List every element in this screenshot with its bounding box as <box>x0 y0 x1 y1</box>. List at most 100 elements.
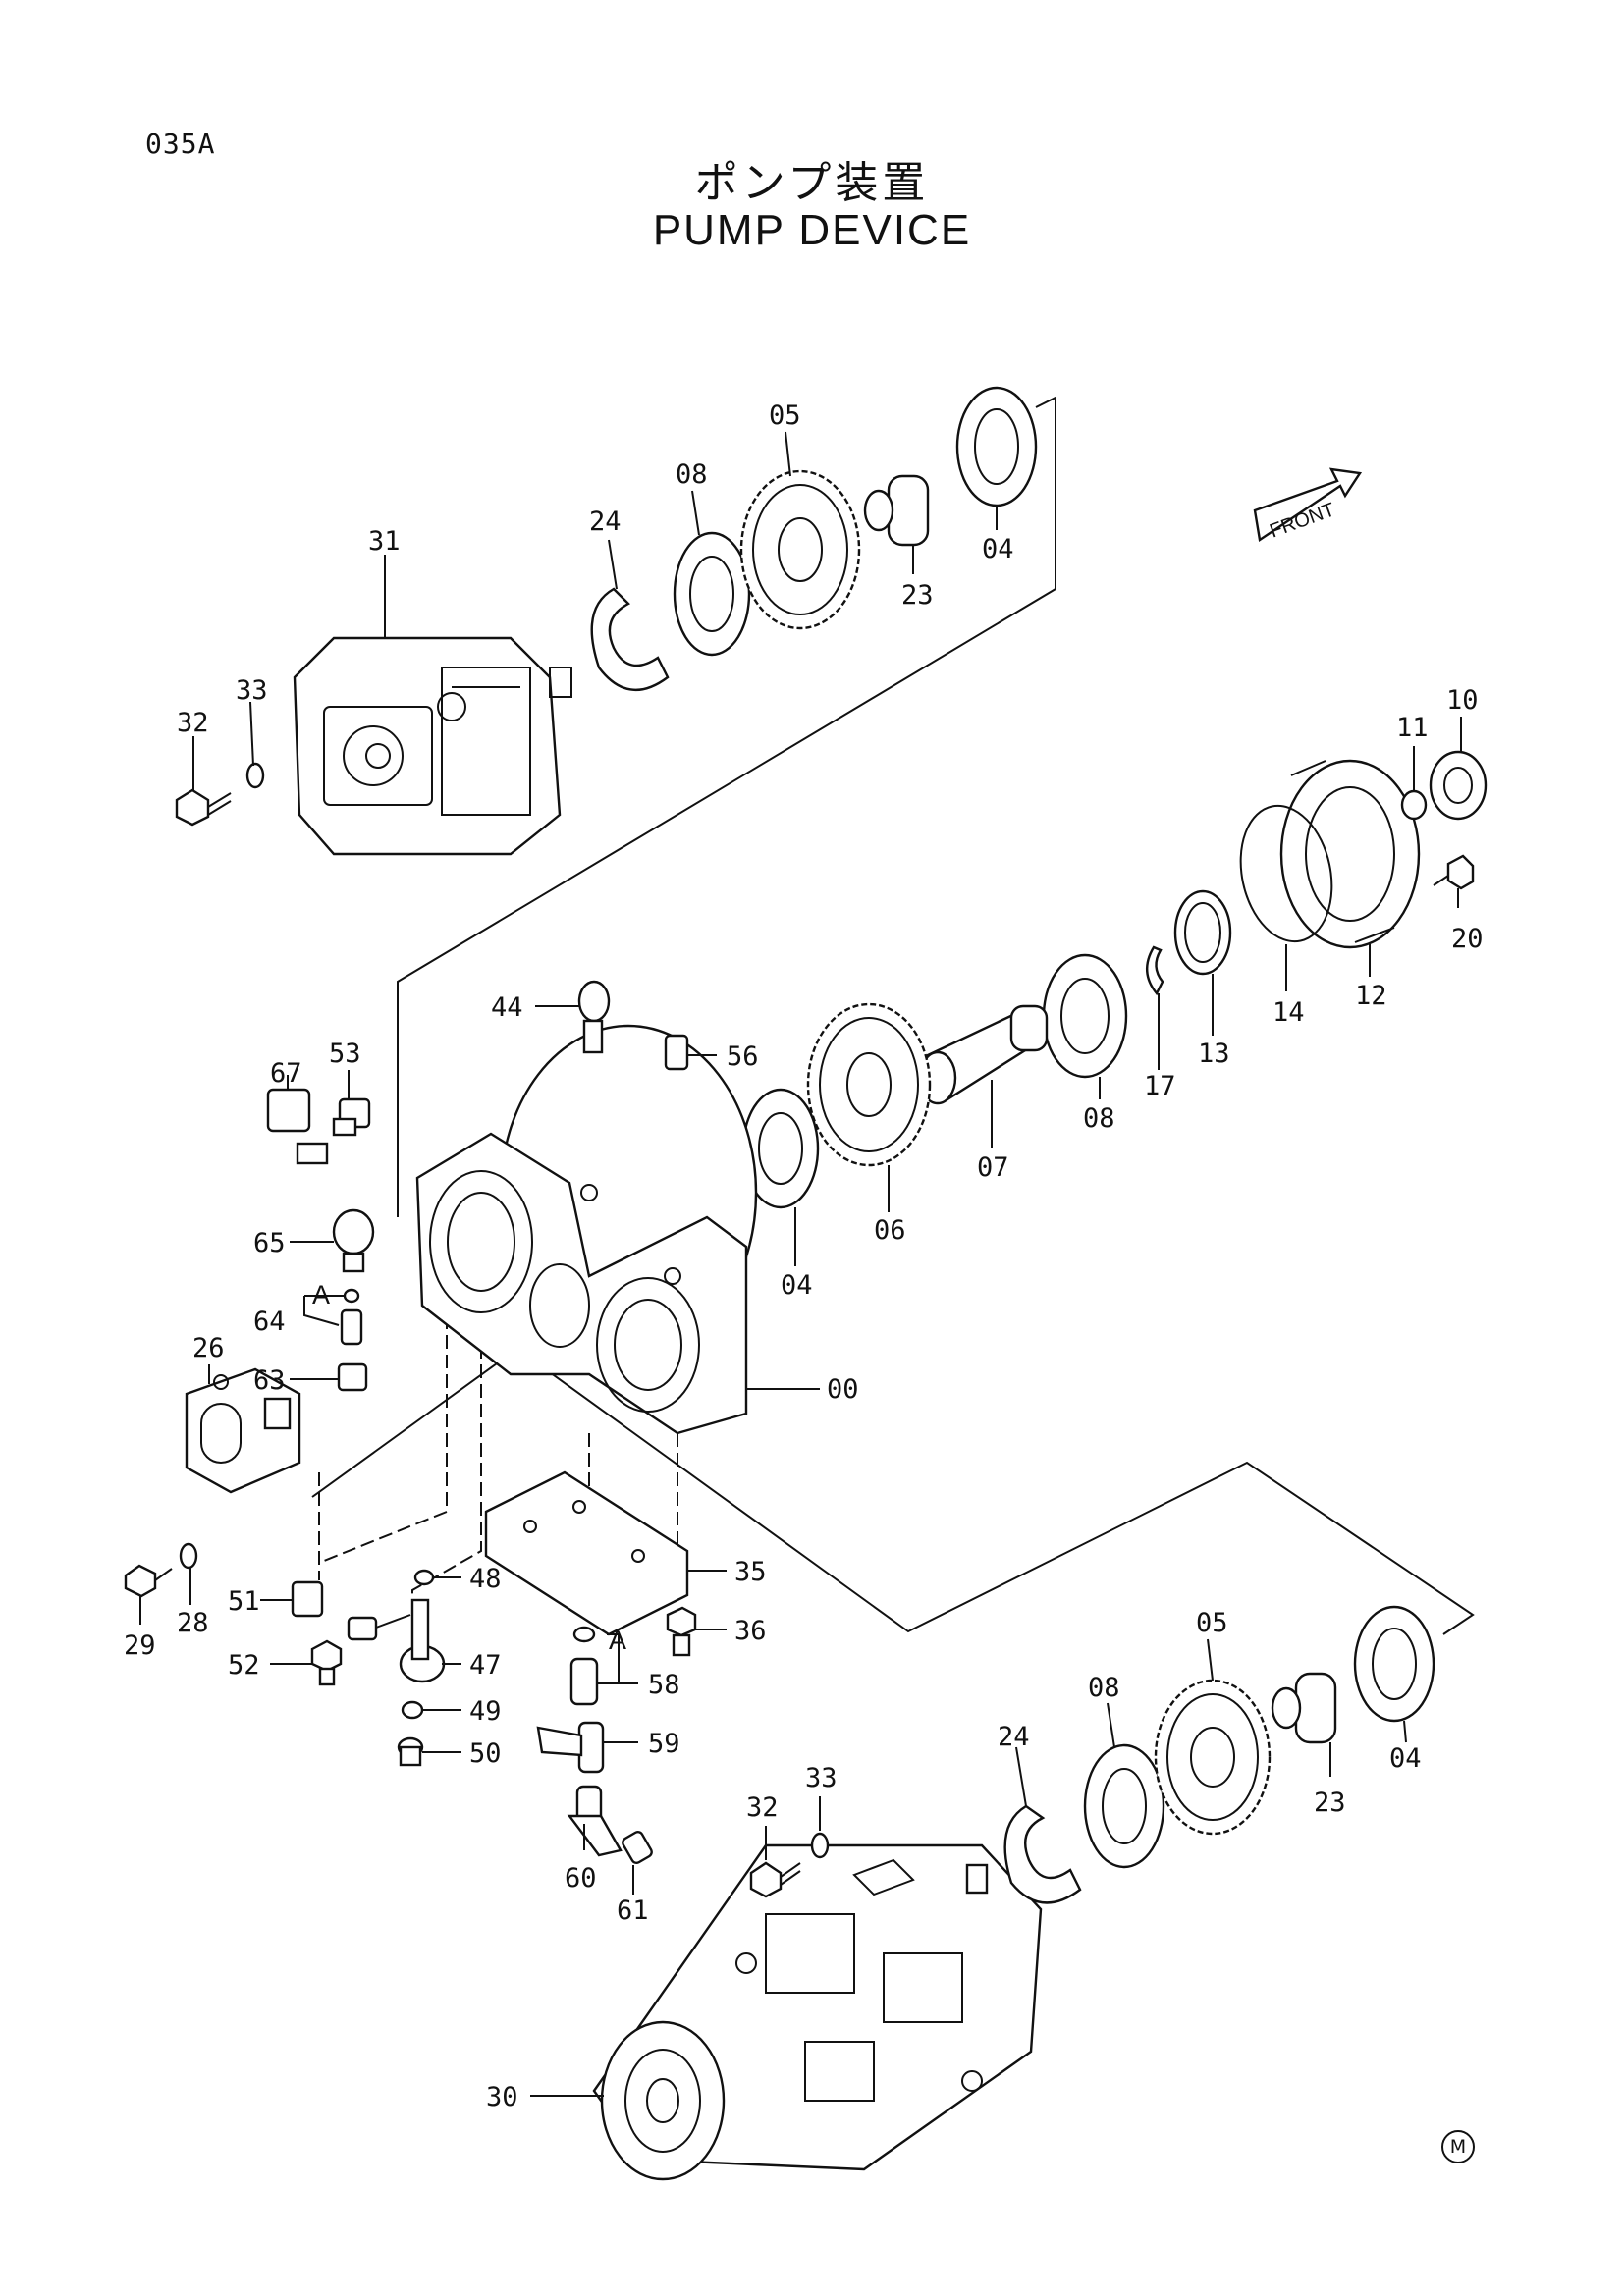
part-label-59: 59 <box>648 1729 680 1759</box>
cover-plate-part-35 <box>484 1470 689 1636</box>
part-label-32-bottom: 32 <box>746 1792 779 1823</box>
housing-flange-part-12 <box>1279 759 1421 949</box>
connector-part-65 <box>332 1208 375 1273</box>
part-label-11: 11 <box>1396 713 1429 743</box>
part-label-04-mid: 04 <box>781 1270 813 1301</box>
part-label-23-bottom: 23 <box>1314 1788 1346 1818</box>
sensor-part-67 <box>266 1088 329 1165</box>
bearing-part-04-bottom <box>1353 1605 1435 1723</box>
part-label-67: 67 <box>270 1058 302 1089</box>
screw-part-64 <box>340 1308 363 1346</box>
part-label-13: 13 <box>1198 1039 1230 1069</box>
o-ring-part-49 <box>401 1700 424 1720</box>
bolt-part-52 <box>310 1639 343 1686</box>
solenoid-valve-part-26 <box>185 1367 301 1494</box>
part-label-50: 50 <box>469 1738 502 1769</box>
part-label-07: 07 <box>977 1152 1009 1183</box>
part-label-12: 12 <box>1355 981 1387 1011</box>
part-label-31: 31 <box>368 526 401 557</box>
detail-ref-a-lower: A <box>609 1626 626 1655</box>
callout-leader-lines <box>139 431 1462 2097</box>
sensor-part-47 <box>347 1598 446 1683</box>
part-label-53: 53 <box>329 1039 361 1069</box>
gear-part-05-bottom <box>1154 1679 1272 1836</box>
plug-part-61 <box>622 1831 653 1864</box>
elbow-part-60 <box>567 1785 623 1857</box>
part-label-30: 30 <box>486 2082 518 2112</box>
snap-ring-part-17 <box>1146 945 1164 996</box>
plug-part-56 <box>664 1034 689 1071</box>
part-label-29: 29 <box>124 1630 156 1661</box>
coupling-part-24-top <box>590 587 670 691</box>
part-label-08-top: 08 <box>676 459 708 490</box>
part-label-24-bottom: 24 <box>998 1722 1030 1752</box>
title-japanese: ポンプ装置 <box>694 158 930 208</box>
part-label-04-top: 04 <box>982 534 1014 564</box>
o-ring-part-14 <box>1239 804 1333 943</box>
bearing-part-04-top <box>955 386 1038 507</box>
washer-part-28 <box>179 1542 198 1570</box>
part-label-14: 14 <box>1272 997 1305 1028</box>
gear-part-05-top <box>739 469 861 630</box>
bearing-part-08-mid <box>1042 953 1128 1079</box>
corner-mark-icon: M <box>1441 2130 1475 2163</box>
part-label-32-top: 32 <box>177 708 209 738</box>
bolt-part-20 <box>1433 854 1475 890</box>
part-number-labels: 31 33 32 24 08 05 23 04 11 10 20 12 14 1… <box>124 400 1484 2112</box>
part-label-44: 44 <box>491 992 523 1023</box>
bolt-part-36 <box>666 1606 697 1657</box>
page-code: 035A <box>145 128 216 160</box>
washer-part-33-top <box>245 762 265 789</box>
bearing-part-08-top <box>673 531 751 657</box>
clamp-part-51 <box>291 1580 324 1618</box>
gear-housing-part-00 <box>415 1024 758 1435</box>
bolt-part-32-top <box>175 788 232 827</box>
part-label-26: 26 <box>192 1333 225 1363</box>
gear-part-06 <box>806 1002 932 1167</box>
part-label-35: 35 <box>734 1557 767 1587</box>
part-label-28: 28 <box>177 1608 209 1638</box>
part-label-58: 58 <box>648 1670 680 1700</box>
part-label-64: 64 <box>253 1307 286 1337</box>
elbow-part-63 <box>337 1362 368 1392</box>
o-ring-part-11 <box>1400 789 1428 821</box>
part-label-05-top: 05 <box>769 400 801 431</box>
part-label-36: 36 <box>734 1616 767 1646</box>
fitting-part-53 <box>332 1097 371 1137</box>
o-ring-part-58-a <box>572 1626 596 1643</box>
bearing-part-08-bottom <box>1083 1743 1165 1869</box>
part-label-61: 61 <box>617 1896 649 1926</box>
fitting-part-58 <box>569 1657 599 1706</box>
bolt-part-32-bottom <box>749 1861 801 1898</box>
spline-shaft-part-23-top <box>863 474 930 547</box>
bolt-part-29 <box>124 1564 173 1598</box>
part-label-00: 00 <box>827 1374 859 1405</box>
main-pump-part-30 <box>592 1843 1043 2181</box>
part-label-33-bottom: 33 <box>805 1763 838 1793</box>
ring-part-13 <box>1173 889 1232 976</box>
o-ring-part-64-a <box>343 1288 360 1304</box>
part-label-52: 52 <box>228 1650 260 1681</box>
title-english: PUMP DEVICE <box>652 206 972 254</box>
part-label-51: 51 <box>228 1586 260 1617</box>
detail-ref-a-upper: A <box>312 1280 330 1309</box>
part-label-08-bottom: 08 <box>1088 1673 1120 1703</box>
part-label-04-bottom: 04 <box>1389 1743 1422 1774</box>
spline-shaft-part-07 <box>918 1004 1049 1105</box>
part-label-10: 10 <box>1446 685 1479 716</box>
part-label-65: 65 <box>253 1228 286 1258</box>
washer-part-33-bottom <box>810 1832 830 1859</box>
part-label-47: 47 <box>469 1650 502 1681</box>
eye-bolt-part-44 <box>577 980 611 1054</box>
part-label-06: 06 <box>874 1215 906 1246</box>
o-ring-part-48 <box>413 1569 435 1586</box>
part-label-63: 63 <box>253 1365 286 1396</box>
part-label-20: 20 <box>1451 924 1484 954</box>
part-label-48: 48 <box>469 1564 502 1594</box>
part-label-24-top: 24 <box>589 507 622 537</box>
part-label-49: 49 <box>469 1696 502 1727</box>
part-label-60: 60 <box>565 1863 597 1894</box>
part-label-56: 56 <box>727 1041 759 1072</box>
seal-part-10 <box>1429 750 1488 821</box>
